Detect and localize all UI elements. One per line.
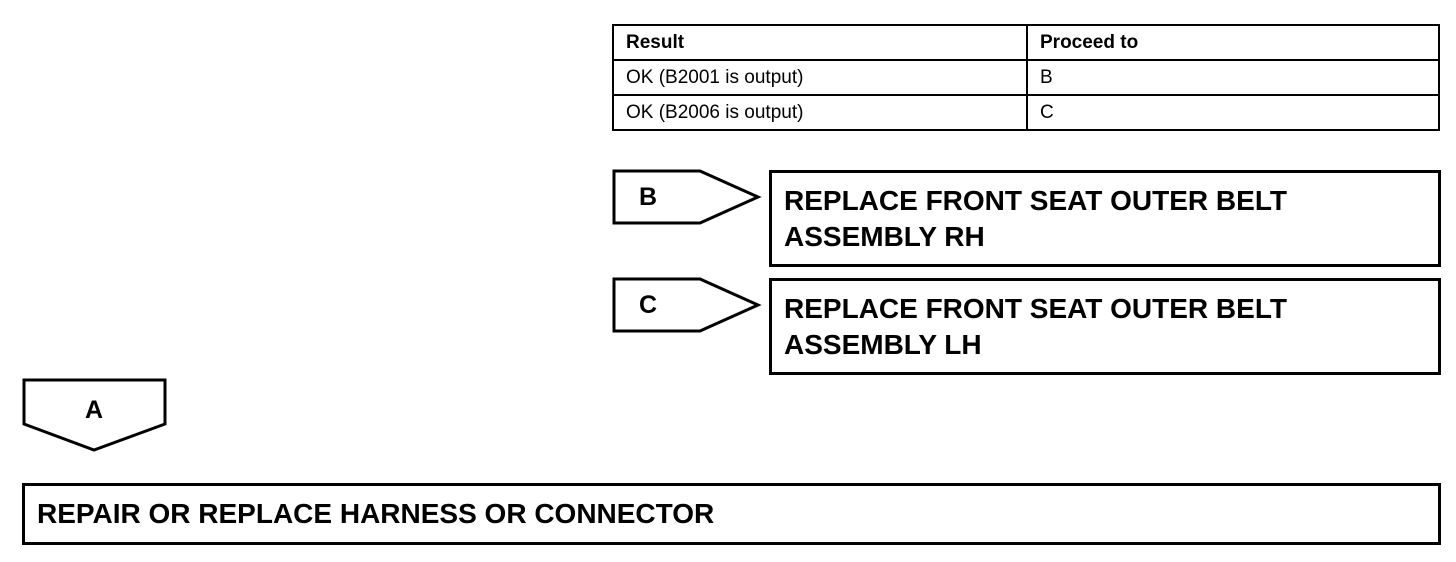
action-b-line1: REPLACE FRONT SEAT OUTER BELT	[784, 185, 1287, 216]
branch-label-b: B	[639, 183, 657, 211]
cell-proceed-to: C	[1026, 94, 1440, 131]
cell-proceed-to: B	[1026, 59, 1440, 96]
result-table: Result Proceed to OK (B2001 is output) B…	[612, 24, 1440, 131]
header-proceed-to: Proceed to	[1026, 24, 1440, 61]
branch-arrow-c: C	[612, 277, 762, 333]
branch-arrow-a: A	[22, 378, 167, 452]
branch-arrow-b: B	[612, 169, 762, 225]
action-b-line2: ASSEMBLY RH	[784, 221, 985, 252]
action-a-text: REPAIR OR REPLACE HARNESS OR CONNECTOR	[37, 498, 715, 529]
action-box-b: REPLACE FRONT SEAT OUTER BELT ASSEMBLY R…	[769, 170, 1441, 267]
branch-label-c: C	[639, 291, 657, 319]
table-row: OK (B2006 is output) C	[612, 94, 1440, 131]
action-c-line2: ASSEMBLY LH	[784, 329, 982, 360]
action-box-c: REPLACE FRONT SEAT OUTER BELT ASSEMBLY L…	[769, 278, 1441, 375]
table-header-row: Result Proceed to	[612, 24, 1440, 61]
branch-label-a: A	[85, 396, 103, 424]
action-c-line1: REPLACE FRONT SEAT OUTER BELT	[784, 293, 1287, 324]
cell-result: OK (B2006 is output)	[612, 94, 1028, 131]
action-box-a: REPAIR OR REPLACE HARNESS OR CONNECTOR	[22, 483, 1441, 545]
header-result: Result	[612, 24, 1028, 61]
table-row: OK (B2001 is output) B	[612, 59, 1440, 96]
cell-result: OK (B2001 is output)	[612, 59, 1028, 96]
